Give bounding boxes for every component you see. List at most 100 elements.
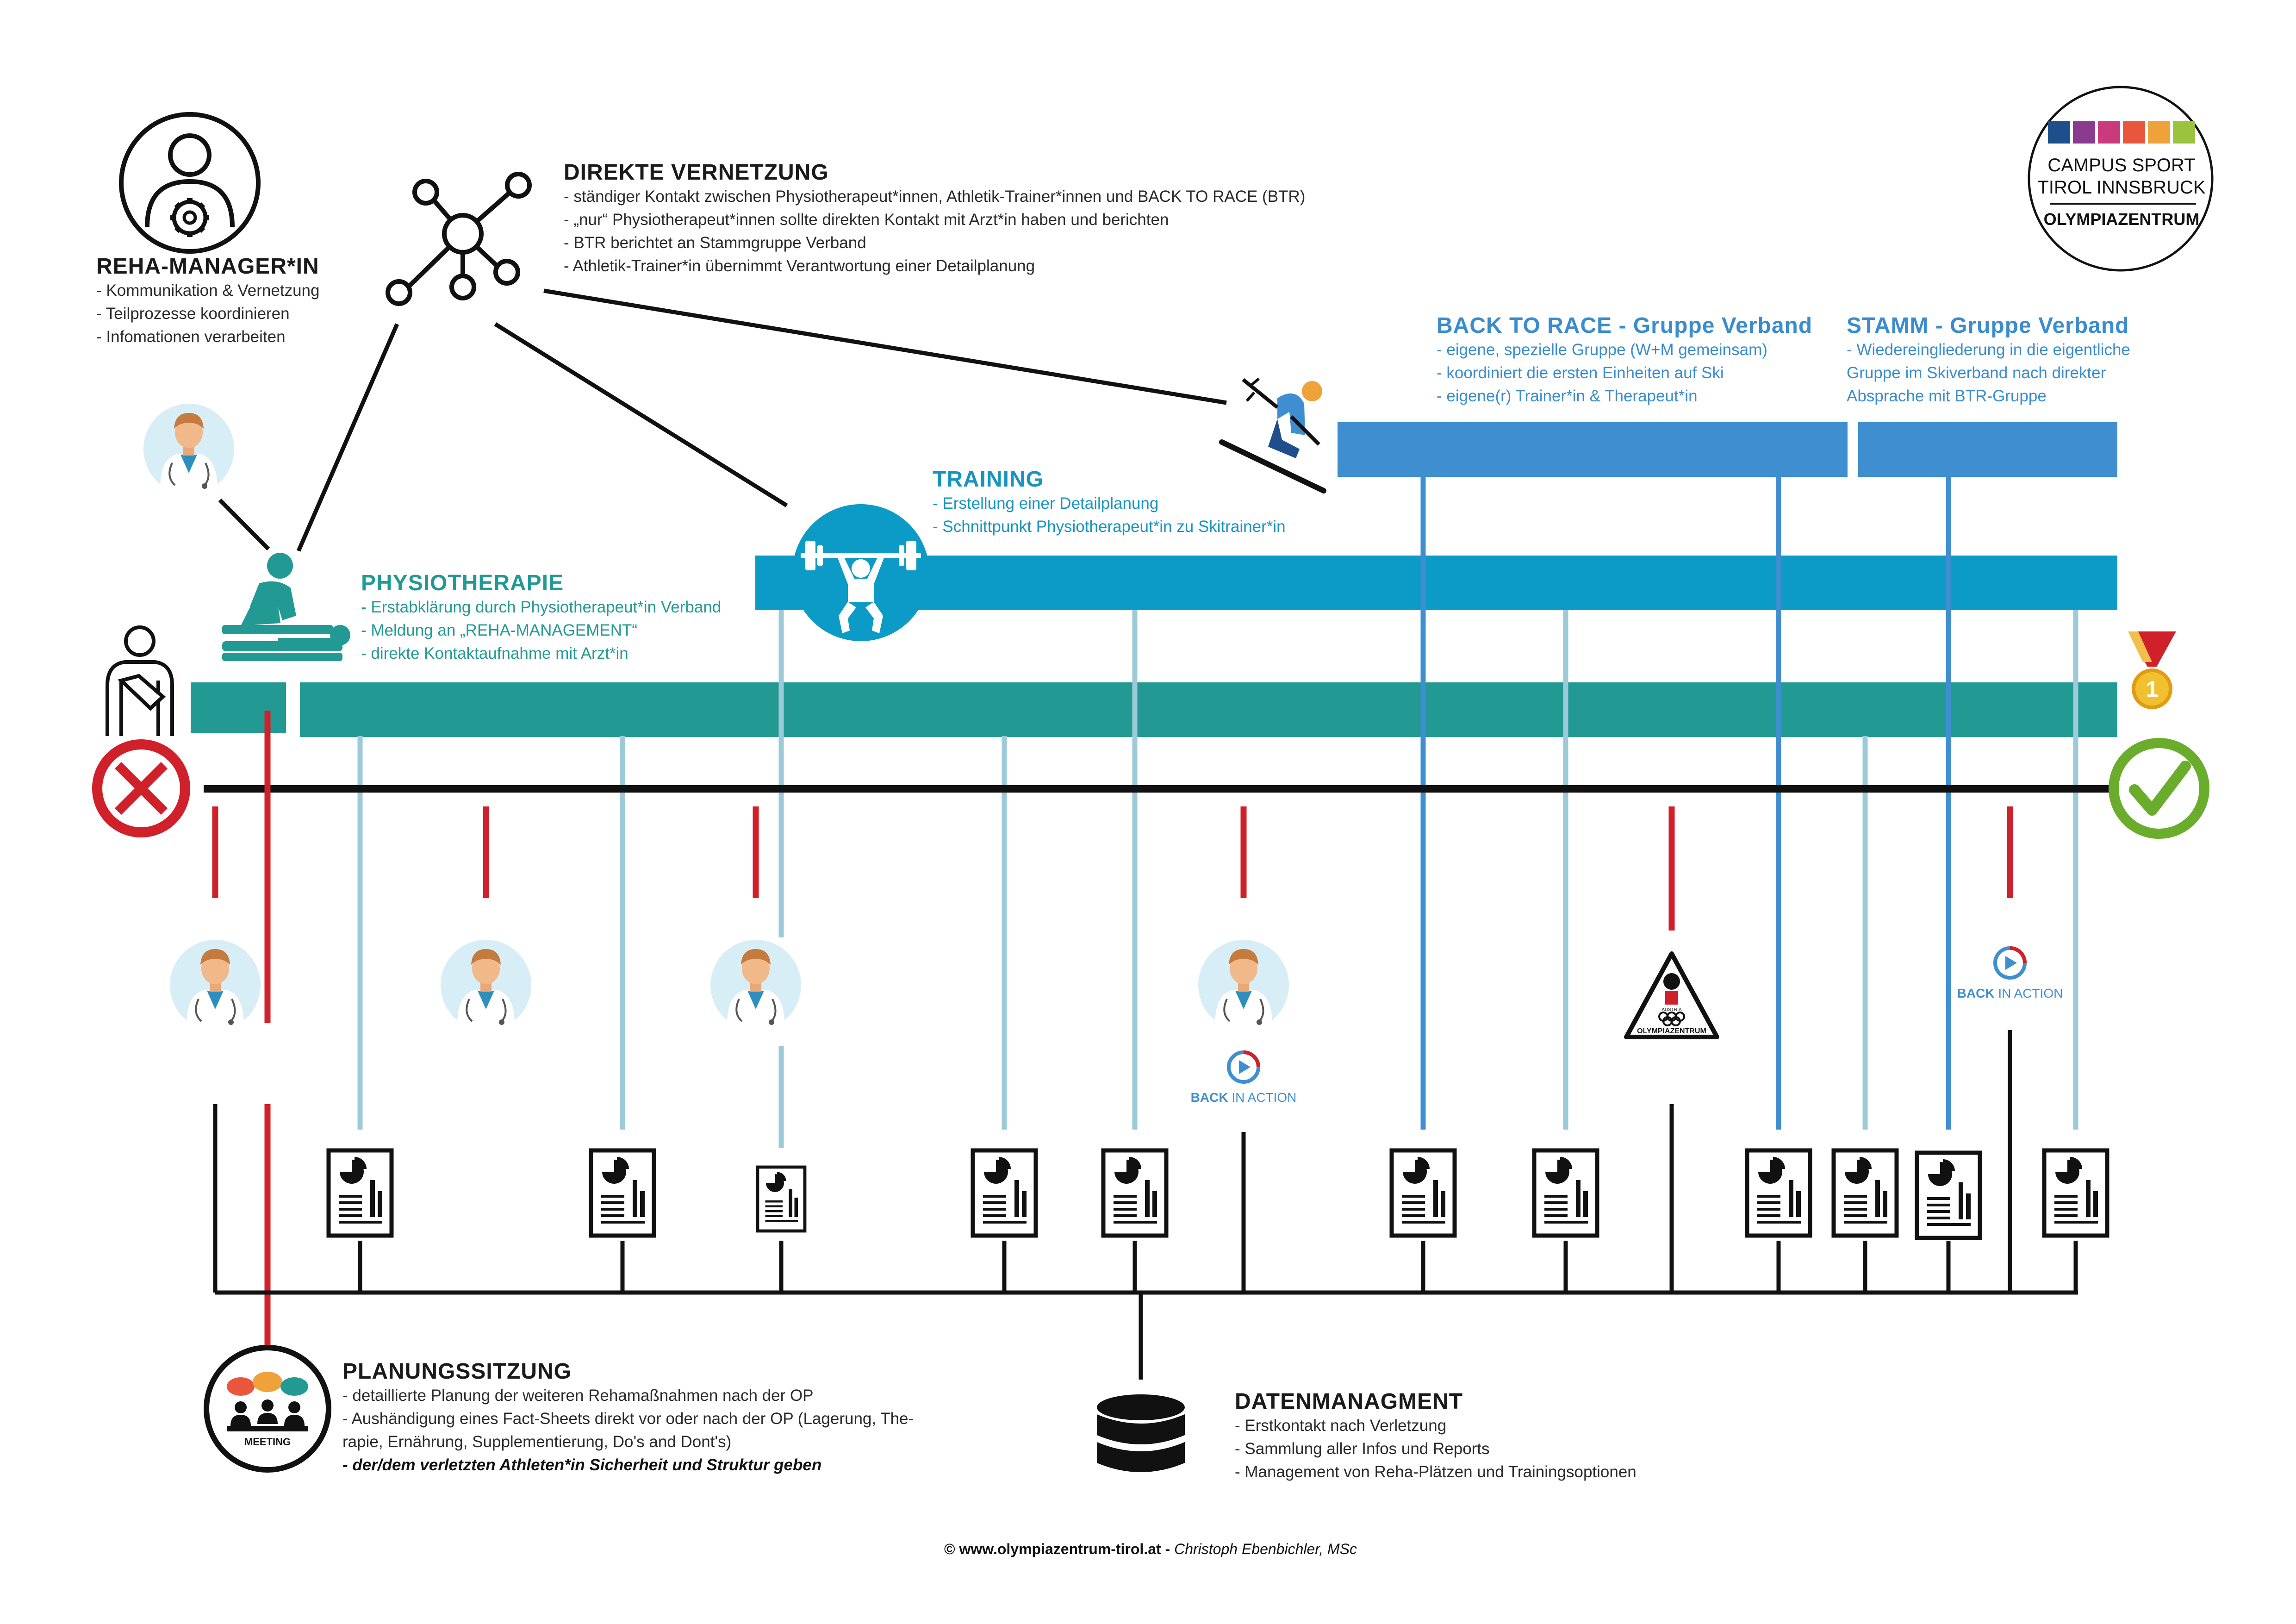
- injured-athlete-icon: [106, 625, 174, 736]
- stamm-bar: [1858, 422, 2117, 477]
- olympiazentrum-badge-icon: [1624, 951, 1719, 1039]
- training-line: - Erstellung einer Detailplanung: [933, 494, 1159, 512]
- logo-square: [2098, 121, 2120, 144]
- logo-square: [2148, 121, 2170, 144]
- physio-bar-short: [191, 682, 286, 733]
- meeting-icon: [204, 1345, 331, 1473]
- red-marks: [212, 711, 2013, 1347]
- direkte-vernetzung-block: DIREKTE VERNETZUNG - ständiger Kontakt z…: [564, 160, 1305, 278]
- reha-manager-line: - Kommunikation & Vernetzung: [96, 281, 320, 300]
- footer: © www.olympiazentrum-tirol.at - Christop…: [944, 1541, 1357, 1558]
- training-title: TRAINING: [933, 467, 1044, 492]
- medal-icon: [2128, 631, 2176, 709]
- report-icon: [973, 1150, 1036, 1236]
- cross-icon: [92, 739, 190, 837]
- report-icon: [1103, 1150, 1166, 1236]
- reha-manager-line: - Infomationen verarbeiten: [96, 328, 286, 346]
- skier-icon: [1219, 377, 1326, 493]
- direkte-vernetzung-title: DIREKTE VERNETZUNG: [564, 160, 829, 185]
- planungssitzung-emphasis: - der/dem verletzten Athleten*in Sicherh…: [342, 1456, 822, 1474]
- stamm-line: - Wiedereingliederung in die eigentliche: [1847, 341, 2130, 359]
- physiotherapie-line: - direkte Kontaktaufnahme mit Arzt*in: [361, 644, 628, 662]
- campus-sport-logo: [2028, 86, 2214, 272]
- direkte-vernetzung-line: - Athletik-Trainer*in übernimmt Verantwo…: [564, 257, 1035, 275]
- reha-manager-line: - Teilprozesse koordinieren: [96, 305, 290, 323]
- back-to-race-block: BACK TO RACE - Gruppe Verband - eigene, …: [1437, 313, 1812, 408]
- planungssitzung-block: PLANUNGSSITZUNG - detaillierte Planung d…: [342, 1359, 914, 1477]
- physio-massage-icon: [222, 553, 350, 661]
- stamm-line: Gruppe im Skiverband nach direkter: [1847, 364, 2106, 382]
- medal-number: 1: [2146, 677, 2159, 702]
- datenmanagment-block: DATENMANAGMENT - Erstkontakt nach Verlet…: [1235, 1389, 1636, 1484]
- planungssitzung-line: - Aushändigung eines Fact-Sheets direkt …: [342, 1410, 914, 1428]
- network-connectors: [218, 288, 1227, 552]
- datenmanagment-title: DATENMANAGMENT: [1235, 1389, 1463, 1414]
- training-bar: [755, 556, 2117, 610]
- datenmanagment-line: - Management von Reha-Plätzen und Traini…: [1235, 1463, 1636, 1481]
- training-block: TRAINING - Erstellung einer Detailplanun…: [933, 467, 1286, 538]
- doctor-icon: [143, 403, 235, 495]
- physiotherapie-title: PHYSIOTHERAPIE: [361, 571, 564, 595]
- back-in-action-label: BACK IN ACTION: [1957, 986, 2063, 1000]
- logo-square: [2048, 121, 2070, 144]
- back-in-action-label: BACK IN ACTION: [1191, 1090, 1297, 1105]
- meeting-label: MEETING: [244, 1436, 291, 1448]
- oz-badge-mini: AUSTRIA: [1661, 1007, 1682, 1012]
- reha-manager-block: REHA-MANAGER*IN - Kommunikation & Vernet…: [96, 254, 319, 349]
- direkte-vernetzung-line: - BTR berichtet an Stammgruppe Verband: [564, 234, 866, 252]
- report-icon: [1747, 1150, 1810, 1236]
- logo-line1: CAMPUS SPORT: [2047, 155, 2195, 175]
- network-icon: [386, 172, 532, 306]
- logo-square: [2073, 121, 2095, 144]
- datenmanagment-line: - Erstkontakt nach Verletzung: [1235, 1417, 1447, 1435]
- report-icon: [329, 1150, 392, 1236]
- data-lines: [213, 1030, 2078, 1380]
- direkte-vernetzung-line: - „nur“ Physiotherapeut*innen sollte dir…: [564, 211, 1169, 229]
- footer-link[interactable]: © www.olympiazentrum-tirol.at -: [944, 1541, 1175, 1557]
- oz-badge-label: OLYMPIAZENTRUM: [1637, 1027, 1706, 1035]
- back-in-action-icon: [1227, 1050, 1260, 1084]
- planungssitzung-title: PLANUNGSSITZUNG: [342, 1359, 572, 1384]
- training-line: - Schnittpunkt Physiotherapeut*in zu Ski…: [933, 518, 1286, 536]
- physiotherapie-block: PHYSIOTHERAPIE - Erstabklärung durch Phy…: [361, 570, 721, 665]
- logo-squares: [2048, 121, 2195, 144]
- logo-square: [2123, 121, 2145, 144]
- logo-line2: TIROL INNSBRUCK: [2037, 177, 2205, 198]
- logo-line3: OLYMPIAZENTRUM: [2044, 210, 2200, 229]
- back-to-race-bar: [1338, 422, 1848, 477]
- physiotherapie-line: - Meldung an „REHA-MANAGEMENT“: [361, 621, 638, 639]
- back-to-race-line: - eigene, spezielle Gruppe (W+M gemeinsa…: [1437, 341, 1767, 359]
- back-to-race-title: BACK TO RACE - Gruppe Verband: [1437, 313, 1813, 338]
- report-icon: [1834, 1150, 1897, 1236]
- datenmanagment-line: - Sammlung aller Infos und Reports: [1235, 1440, 1490, 1458]
- physiotherapie-line: - Erstabklärung durch Physiotherapeut*in…: [361, 598, 722, 616]
- user-gear-icon: [119, 112, 261, 254]
- report-icon: [1534, 1150, 1597, 1236]
- report-stubs: [358, 1241, 2078, 1293]
- report-icon: [758, 1167, 805, 1231]
- stamm-line: Absprache mit BTR-Gruppe: [1847, 387, 2047, 405]
- physio-bar: [300, 682, 2117, 737]
- stamm-title: STAMM - Gruppe Verband: [1847, 313, 2129, 338]
- direkte-vernetzung-line: - ständiger Kontakt zwischen Physiothera…: [564, 187, 1306, 206]
- report-icon: [2044, 1150, 2107, 1236]
- doctor-icon: [1197, 939, 1290, 1031]
- back-to-race-line: - koordiniert die ersten Einheiten auf S…: [1437, 364, 1724, 382]
- database-icon: [1097, 1394, 1185, 1472]
- report-icon: [591, 1150, 654, 1236]
- report-icon: [1917, 1153, 1980, 1238]
- report-icon: [1392, 1150, 1455, 1236]
- planungssitzung-line: rapie, Ernährung, Supplementierung, Do's…: [342, 1433, 732, 1451]
- blue-vertical-lines: [1420, 477, 1951, 1130]
- doctor-icon: [709, 939, 802, 1031]
- stamm-block: STAMM - Gruppe Verband - Wiedereingliede…: [1847, 313, 2130, 408]
- weightlifter-icon: [792, 504, 929, 641]
- doctor-icon: [440, 939, 532, 1031]
- logo-square: [2173, 121, 2195, 144]
- footer-author: Christoph Ebenbichler, MSc: [1174, 1541, 1357, 1557]
- back-in-action-icon: [1993, 946, 2027, 980]
- check-icon: [2109, 738, 2209, 839]
- reha-manager-title: REHA-MANAGER*IN: [96, 254, 319, 279]
- doctor-icon: [169, 939, 261, 1031]
